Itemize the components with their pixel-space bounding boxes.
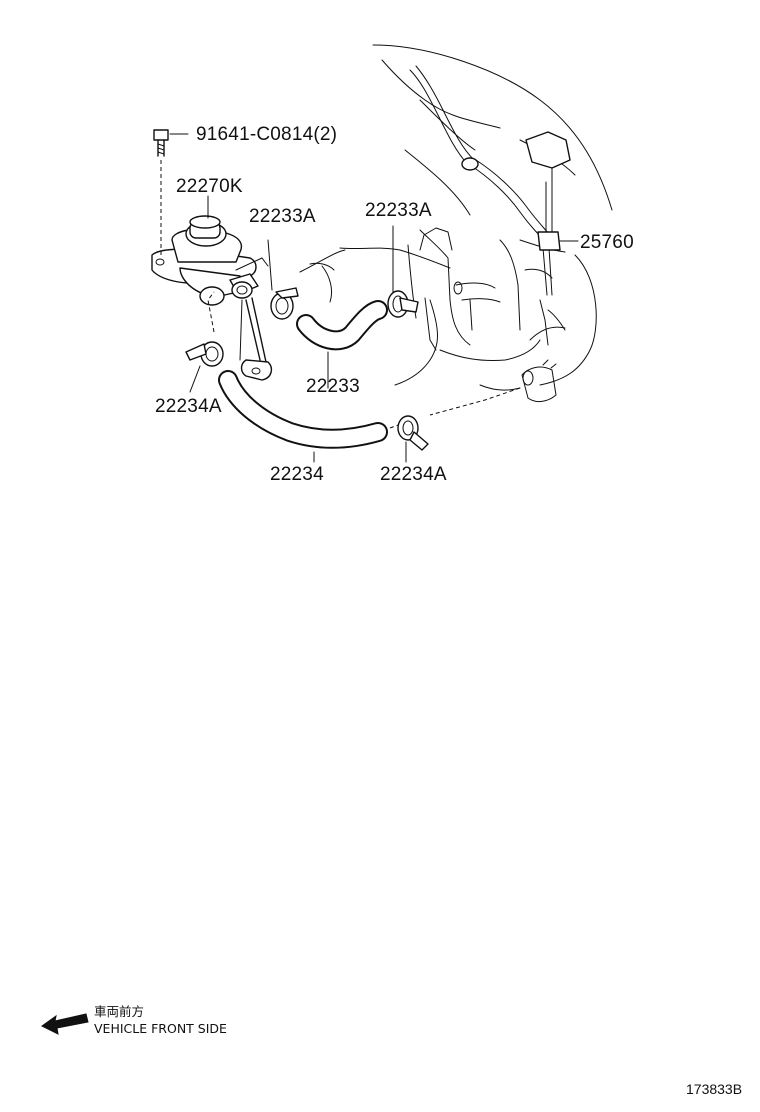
arrow-left-icon [41,1013,89,1035]
label-clamp-22233a-left: 22233A [249,206,316,227]
engine-outline [299,44,613,416]
label-hose-22233: 22233 [306,376,360,397]
label-valve: 22270K [176,176,243,197]
label-sensor: 25760 [580,232,634,253]
clamp-22233a-left [267,239,299,320]
clamp-22234a-left [185,341,224,393]
air-switching-valve [151,215,273,381]
figure-code: 173833B [686,1081,742,1097]
label-clamp-22234a-left: 22234A [155,396,222,417]
direction-english: VEHICLE FRONT SIDE [94,1021,227,1036]
direction-japanese: 車両前方 [94,1004,144,1019]
clamp-22234a-right [397,415,429,463]
label-bolt: 91641-C0814(2) [196,124,337,145]
vehicle-front-indicator: 車両前方 VEHICLE FRONT SIDE [41,1004,227,1036]
bolt [153,129,189,258]
label-clamp-22233a-right: 22233A [365,200,432,221]
hose-22233 [296,262,388,351]
clamp-22233a-right [387,225,419,318]
leader-lines [207,195,329,463]
label-hose-22234: 22234 [270,464,324,485]
vacuum-sensor-hose [409,65,579,296]
label-clamp-22234a-right: 22234A [380,464,447,485]
